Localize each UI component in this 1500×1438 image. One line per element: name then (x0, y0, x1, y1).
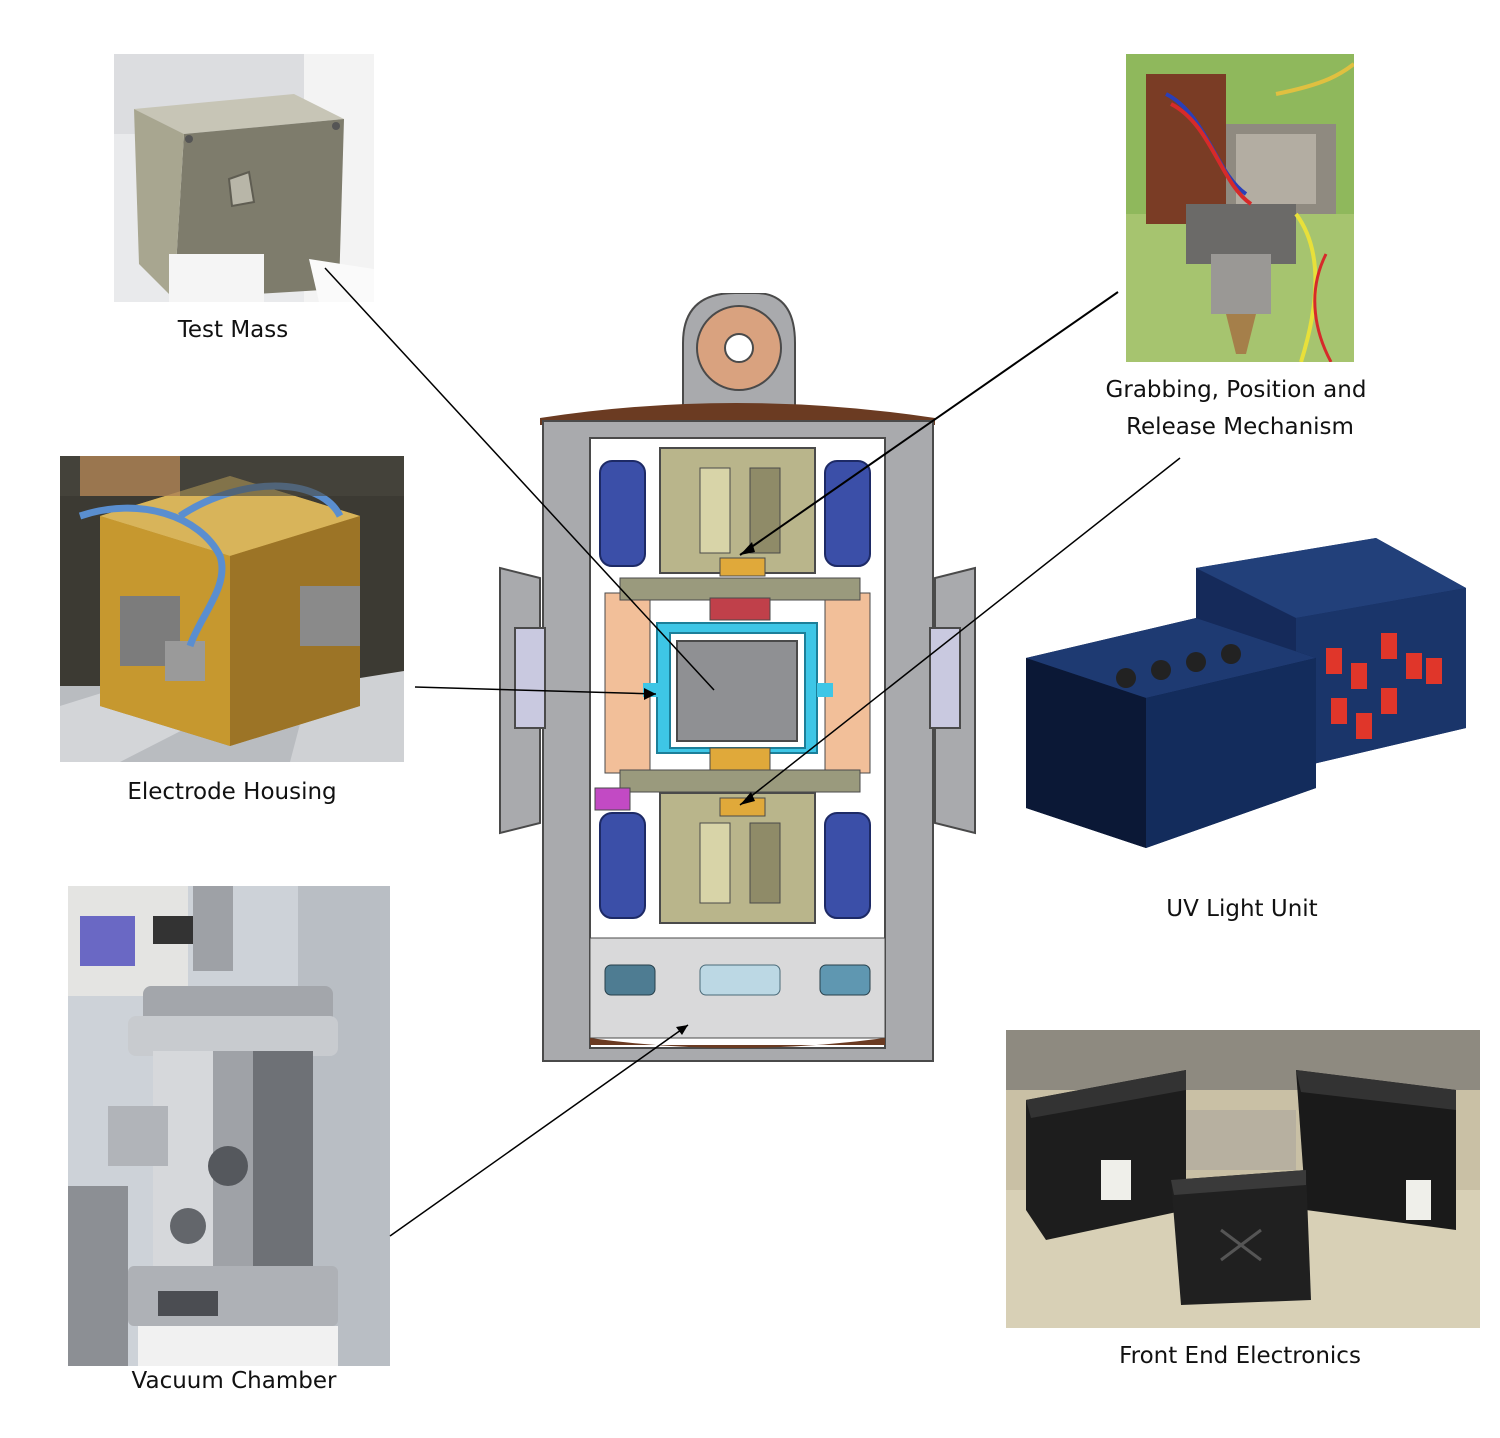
electrode-housing-photo (60, 456, 404, 762)
test-mass-section (676, 640, 798, 742)
top-plunger (719, 557, 766, 577)
coil-bottom-left (599, 812, 646, 919)
connector-center (699, 964, 781, 996)
connector-left (604, 964, 656, 996)
grabbing-mechanism-photo (1126, 54, 1354, 362)
test-mass-photo (114, 54, 374, 302)
front-end-electronics-image (1006, 1030, 1480, 1328)
inertial-sensor-cutaway (499, 293, 976, 1062)
bottom-plunger (719, 797, 766, 817)
electrode-housing-image (60, 456, 404, 762)
front-end-electronics-photo (1006, 1030, 1480, 1328)
uv-light-unit-image (1026, 538, 1478, 882)
front-end-electronics-label: Front End Electronics (1119, 1343, 1361, 1369)
connector-right (819, 964, 871, 996)
top-mechanism (659, 447, 816, 574)
uv-light-unit-label: UV Light Unit (1166, 896, 1318, 922)
vacuum-chamber-label: Vacuum Chamber (131, 1368, 337, 1394)
test-mass-label: Test Mass (177, 317, 289, 343)
coil-top-left (599, 460, 646, 567)
vacuum-chamber-photo (68, 886, 390, 1366)
coil-bottom-right (824, 812, 871, 919)
grabbing-mechanism-image (1126, 54, 1354, 362)
electrode-housing-label: Electrode Housing (127, 779, 337, 805)
coil-top-right (824, 460, 871, 567)
test-mass-image (114, 54, 374, 302)
uv-light-unit-photo (1026, 538, 1478, 882)
vacuum-chamber-image (68, 886, 390, 1366)
grabbing-mechanism-label-line2: Release Mechanism (1126, 414, 1354, 440)
grabbing-mechanism-label-line1: Grabbing, Position and (1105, 377, 1367, 403)
